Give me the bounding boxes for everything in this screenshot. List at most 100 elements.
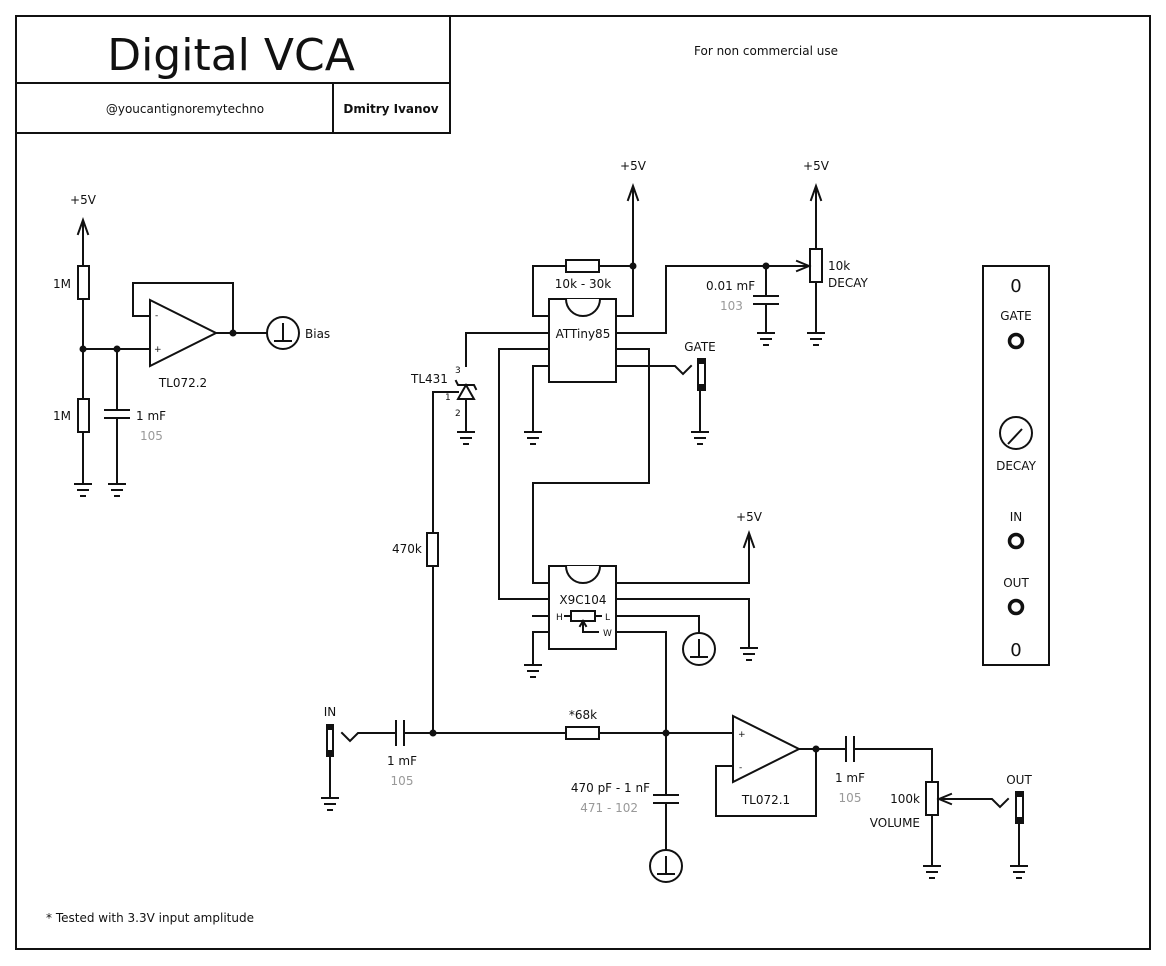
ground-icon — [1010, 865, 1028, 879]
out-cap-value: 1 mF — [835, 771, 865, 785]
panel-decay-label: DECAY — [996, 459, 1036, 473]
series-resistor-value: *68k — [569, 708, 597, 722]
resistor-470k-value: 470k — [392, 542, 422, 556]
ground-icon — [691, 431, 709, 445]
wire — [432, 391, 459, 534]
resistor-bottom-value: 1M — [53, 409, 71, 423]
wire — [532, 348, 650, 584]
in-jack-label: IN — [324, 705, 337, 719]
cap-value: 1 mF — [136, 409, 166, 423]
in-cap-value: 1 mF — [387, 754, 417, 768]
license-note: For non commercial use — [694, 44, 838, 58]
ground-icon — [321, 797, 339, 811]
knob-indicator — [1007, 428, 1023, 445]
panel-bottom-screw: 0 — [1010, 640, 1021, 661]
sheet-border — [15, 15, 1151, 950]
supply-label: +5V — [620, 159, 647, 173]
wire — [615, 631, 667, 734]
resistor-pullup — [565, 259, 600, 273]
potentiometer-volume[interactable] — [925, 781, 939, 816]
ground-symbol-icon — [657, 856, 675, 875]
pin-h: H — [556, 613, 563, 623]
feedback-wire — [715, 748, 817, 817]
opamp-name: TL072.2 — [158, 376, 207, 390]
resistor-470k — [426, 532, 439, 567]
supply-label: +5V — [736, 510, 763, 524]
mcu-name: ATTiny85 — [556, 327, 611, 341]
author-name: Dmitry Ivanov — [343, 102, 438, 116]
resistor-top-value: 1M — [53, 277, 71, 291]
wire — [532, 265, 634, 317]
out-jack-label: OUT — [1006, 773, 1032, 787]
footnote: * Tested with 3.3V input amplitude — [46, 911, 254, 925]
ground-icon — [524, 664, 542, 678]
supply-arrow-icon — [809, 183, 823, 202]
resistor-bottom — [77, 398, 90, 433]
panel-outline — [982, 265, 1050, 666]
opamp-tl072-2 — [149, 298, 219, 368]
supply-label: +5V — [70, 193, 97, 207]
tl431-pin-1: 1 — [445, 393, 451, 403]
potentiometer-decay[interactable] — [809, 248, 823, 283]
junction — [79, 345, 87, 353]
filter-cap-value: 470 pF - 1 nF — [571, 781, 650, 795]
supply-label: +5V — [803, 159, 830, 173]
wiper-arrow-icon — [795, 259, 812, 273]
capacitor-decay — [753, 265, 779, 334]
filter-cap-code: 471 - 102 — [580, 801, 638, 815]
opamp-minus: - — [155, 311, 158, 321]
wire — [615, 598, 750, 649]
digipot-name: X9C104 — [559, 593, 606, 607]
ground-icon — [757, 332, 775, 346]
junction — [812, 745, 820, 753]
pin-l: L — [605, 613, 610, 623]
opamp-tl072-1 — [732, 714, 802, 784]
pin-w: W — [603, 629, 612, 639]
tl431-pin-2: 2 — [455, 409, 461, 419]
signal-wire — [340, 731, 734, 743]
panel-out-jack[interactable] — [1007, 598, 1025, 616]
ground-icon — [807, 332, 825, 346]
wire — [615, 615, 700, 634]
sheet-title: Digital VCA — [107, 30, 355, 81]
supply-arrow-icon — [76, 217, 90, 236]
capacitor-in — [395, 720, 405, 746]
panel-in-jack[interactable] — [1007, 532, 1025, 550]
opamp-name: TL072.1 — [741, 793, 790, 807]
wire — [465, 332, 550, 367]
wire — [615, 265, 811, 334]
author-handle: @youcantignoremytechno — [106, 102, 264, 116]
in-cap-code: 105 — [391, 774, 414, 788]
bias-section: +5V 1M 1M 1 mF 105 - + TL072.2 Bias — [53, 193, 330, 497]
ground-icon — [740, 647, 758, 661]
wire — [615, 187, 634, 317]
wire — [798, 748, 933, 783]
ground-icon — [74, 483, 92, 497]
panel-decay-knob[interactable] — [999, 416, 1033, 450]
panel-gate-label: GATE — [1000, 309, 1032, 323]
decay-pot-value: 10k — [828, 259, 850, 273]
panel-in-label: IN — [1010, 510, 1023, 524]
decay-pot-name: DECAY — [828, 276, 868, 290]
opamp-plus: + — [738, 730, 746, 740]
opamp-plus: + — [154, 345, 162, 355]
tl431-shunt-ref-icon — [456, 382, 476, 400]
decay-cap-code: 103 — [720, 299, 743, 313]
gate-wire — [615, 364, 693, 376]
tl431-pin-3: 3 — [455, 366, 461, 376]
ground-icon — [923, 865, 941, 879]
panel-gate-jack[interactable] — [1007, 332, 1025, 350]
ground-icon — [457, 431, 475, 445]
tl431-cathode — [454, 379, 478, 391]
wire — [615, 534, 750, 584]
title-block — [15, 15, 451, 134]
ground-icon — [108, 483, 126, 497]
tl431-label: TL431 — [410, 372, 448, 386]
resistor-68k — [565, 726, 600, 740]
feedback-wire — [132, 282, 234, 334]
capacitor-out — [845, 736, 855, 762]
resistor-top — [77, 265, 90, 300]
ic-notch — [565, 565, 601, 584]
ground-icon — [524, 431, 542, 445]
capacitor-filter — [653, 732, 679, 851]
